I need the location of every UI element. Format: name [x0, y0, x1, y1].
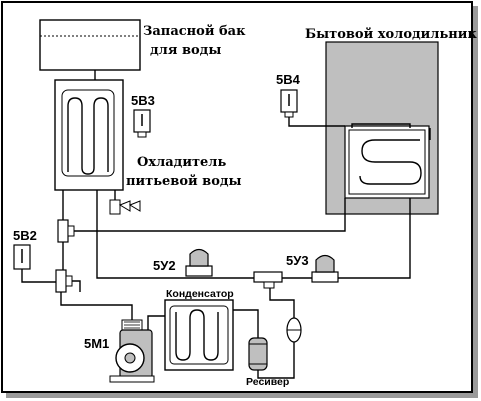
cooler-label-1: Охладитель	[137, 155, 226, 170]
switch-5u2-dome	[189, 248, 209, 267]
cooler-inner	[61, 89, 115, 177]
valve-5b2-label: 5В2	[13, 228, 37, 243]
fridge-label: Бытовой холодильник	[305, 27, 477, 42]
condenser-label: Конденсатор	[166, 288, 234, 300]
pipe-to-fridge-return	[74, 198, 346, 232]
tee-upper	[57, 219, 69, 243]
tee-lower-branch	[65, 275, 73, 287]
pipe-filter-tee	[269, 286, 295, 318]
pipe-receiver-filter	[257, 342, 295, 379]
valve-5b2-line	[21, 269, 56, 283]
pipe-cooler-suction	[96, 190, 255, 279]
tap-body	[109, 199, 121, 215]
tank-label-2: для воды	[150, 43, 221, 58]
condenser-inner	[169, 305, 229, 365]
switch-5u3-base	[311, 271, 339, 283]
tee-middle-branch	[263, 281, 275, 289]
switch-5u2-label: 5У2	[153, 258, 176, 273]
evap-top-loop	[351, 123, 411, 128]
tee-lower	[55, 269, 67, 293]
switch-5u3-label: 5У3	[286, 253, 309, 268]
valve-5b3-stem	[137, 131, 147, 138]
evaporator-coil	[359, 139, 422, 185]
compressor-base	[109, 375, 155, 383]
water-tank	[39, 19, 141, 71]
pipe-condenser-receiver	[233, 309, 259, 338]
valve-5b3-label: 5В3	[131, 93, 155, 108]
switch-5u2-base	[185, 265, 213, 277]
tee-middle	[253, 271, 283, 283]
pipe-compressor-out	[147, 315, 165, 330]
valve-5b4-line	[288, 117, 345, 127]
tee-upper-branch	[67, 225, 75, 237]
compressor-label: 5М1	[84, 336, 109, 351]
tap-icon	[118, 200, 141, 212]
valve-5b4-stem	[284, 111, 294, 118]
condenser-coil	[175, 309, 219, 361]
receiver-icon	[248, 337, 268, 371]
cooler-label-2: питьевой воды	[126, 174, 242, 189]
cooler-coil	[67, 97, 109, 175]
pipe-lower-tee	[72, 280, 81, 292]
fridge-evaporator-inner	[348, 129, 426, 195]
switch-5u3-dome	[315, 254, 335, 273]
pipe-to-compressor	[60, 292, 133, 322]
compressor-hub	[124, 352, 136, 364]
tank-label-1: Запасной бак	[143, 24, 246, 39]
valve-5b4-label: 5В4	[276, 72, 301, 87]
water-cooler	[54, 79, 124, 191]
receiver-label: Ресивер	[246, 376, 289, 388]
